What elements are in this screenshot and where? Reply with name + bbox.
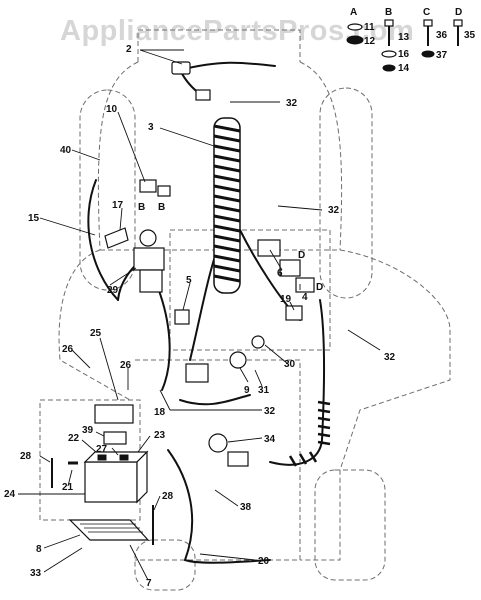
callout-17: 17 [112, 200, 124, 211]
leader-lines [18, 49, 381, 581]
ground-coil [288, 400, 331, 467]
battery [83, 450, 149, 504]
callout-13: 13 [398, 32, 410, 43]
callout-34: 34 [264, 434, 276, 445]
callout-2: 2 [126, 44, 132, 55]
callouts: 2 32 3 10 40 32 15 17 29 6 4 5 19 25 26 … [4, 44, 396, 589]
callout-31: 31 [258, 385, 270, 396]
callout-5: 5 [186, 275, 192, 286]
hardware-letter-c: C [423, 7, 430, 18]
callout-32: 32 [286, 98, 298, 109]
callout-4: 4 [302, 292, 308, 303]
mount-letter-b-left: B [138, 202, 145, 213]
callout-33: 33 [30, 568, 42, 579]
callout-3: 3 [148, 122, 154, 133]
callout-10: 10 [106, 104, 118, 115]
mount-letters: B B D D [138, 202, 323, 293]
callout-9: 9 [244, 385, 250, 396]
callout-7: 7 [146, 578, 152, 589]
callout-32: 32 [264, 406, 276, 417]
callout-6: 6 [277, 268, 283, 279]
callout-40: 40 [60, 145, 72, 156]
tractor-outline [39, 29, 451, 591]
callout-21: 21 [62, 482, 74, 493]
callout-27: 27 [96, 444, 108, 455]
callout-39: 39 [82, 425, 94, 436]
hardware-letter-b: B [385, 7, 392, 18]
callout-28: 28 [20, 451, 32, 462]
callout-25: 25 [90, 328, 102, 339]
callout-35: 35 [464, 30, 476, 41]
callout-24: 24 [4, 489, 16, 500]
components [94, 61, 315, 467]
mount-letter-d-bottom: D [316, 282, 323, 293]
callout-8: 8 [36, 544, 42, 555]
callout-23: 23 [154, 430, 166, 441]
callout-15: 15 [28, 213, 40, 224]
callout-32: 32 [328, 205, 340, 216]
callout-38: 38 [240, 502, 252, 513]
hardware-letter-d: D [455, 7, 462, 18]
callout-22: 22 [68, 433, 80, 444]
callout-16: 16 [398, 49, 410, 60]
battery-tray [68, 519, 150, 541]
mount-letter-b-right: B [158, 202, 165, 213]
callout-37: 37 [436, 50, 448, 61]
callout-19: 19 [280, 294, 292, 305]
callout-26: 26 [120, 360, 132, 371]
callout-20: 20 [258, 556, 270, 567]
bolts [51, 458, 154, 545]
harness-coil [213, 117, 241, 294]
callout-32: 32 [384, 352, 396, 363]
hardware-legend [346, 19, 463, 72]
mount-letter-d-top: D [298, 250, 305, 261]
hardware-labels: A 11 12 B 13 16 14 C 36 37 D 35 [350, 7, 476, 74]
callout-28: 28 [162, 491, 174, 502]
hardware-letter-a: A [350, 7, 357, 18]
callout-36: 36 [436, 30, 448, 41]
callout-29: 29 [107, 285, 119, 296]
callout-12: 12 [364, 36, 376, 47]
callout-26: 26 [62, 344, 74, 355]
callout-30: 30 [284, 359, 296, 370]
callout-11: 11 [364, 22, 375, 33]
callout-18: 18 [154, 407, 166, 418]
callout-14: 14 [398, 63, 410, 74]
